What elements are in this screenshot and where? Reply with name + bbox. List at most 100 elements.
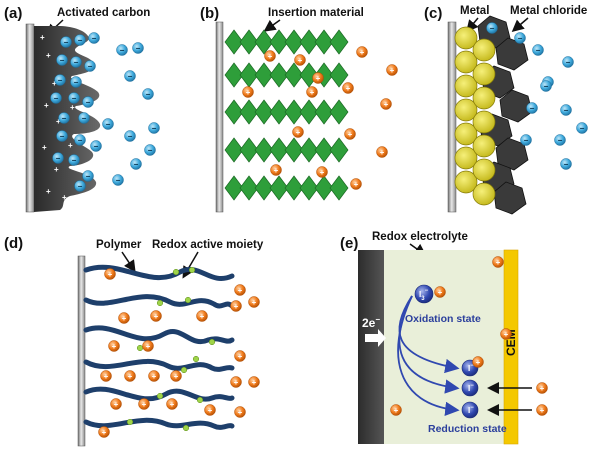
svg-text:−: − bbox=[72, 94, 77, 103]
svg-text:+: + bbox=[238, 408, 243, 417]
anion-ion: − bbox=[52, 152, 64, 164]
electrode-e bbox=[358, 250, 384, 444]
anion-ion: − bbox=[58, 112, 70, 124]
insertion-unit bbox=[329, 137, 349, 163]
cation-ion: + bbox=[138, 398, 150, 410]
svg-text:+: + bbox=[380, 148, 385, 157]
svg-text:+: + bbox=[146, 342, 151, 351]
svg-text:−: − bbox=[62, 114, 67, 123]
svg-text:−: − bbox=[566, 58, 571, 67]
current-collector-c bbox=[447, 21, 457, 213]
svg-text:+: + bbox=[540, 384, 545, 393]
svg-text:+: + bbox=[70, 103, 75, 112]
cation-ion: + bbox=[434, 286, 446, 298]
svg-text:−: − bbox=[56, 154, 61, 163]
cation-ion: + bbox=[170, 370, 182, 382]
svg-text:+: + bbox=[104, 372, 109, 381]
redox-moiety bbox=[172, 268, 180, 276]
insertion-unit bbox=[254, 175, 274, 201]
redox-moiety bbox=[192, 355, 200, 363]
insertion-lattice bbox=[224, 29, 349, 201]
cation-ion: + bbox=[150, 310, 162, 322]
svg-text:+: + bbox=[504, 330, 509, 339]
metal-sphere bbox=[472, 62, 496, 86]
svg-text:−: − bbox=[544, 82, 549, 91]
metal-sphere bbox=[472, 110, 496, 134]
svg-text:−: − bbox=[530, 104, 535, 113]
metal-sphere bbox=[454, 146, 478, 170]
cation-ion: + bbox=[204, 404, 216, 416]
svg-text:+: + bbox=[68, 141, 73, 150]
anion-group-c: −−−−−−−−−−−− bbox=[486, 22, 588, 170]
svg-text:+: + bbox=[102, 428, 107, 437]
cation-group-e: +++++++ bbox=[390, 256, 548, 416]
cation-ion: + bbox=[536, 382, 548, 394]
panel-d: (d) Polymer Redox active moiety ++++++++… bbox=[4, 235, 264, 447]
panel-c-tag: (c) bbox=[424, 5, 442, 22]
insertion-unit bbox=[329, 99, 349, 125]
cation-ion: + bbox=[242, 86, 254, 98]
metal-sphere bbox=[454, 74, 478, 98]
cation-ion: + bbox=[306, 86, 318, 98]
panel-a: (a) Activated carbon +++++++++++ −−−−−−−… bbox=[4, 5, 160, 213]
svg-text:+: + bbox=[238, 286, 243, 295]
cation-ion: + bbox=[248, 376, 260, 388]
metal-sphere bbox=[472, 86, 496, 110]
metal-chloride-pointer bbox=[511, 17, 529, 32]
redox-moiety bbox=[208, 338, 216, 346]
svg-text:−: − bbox=[120, 46, 125, 55]
insertion-unit bbox=[224, 137, 244, 163]
anion-ion: − bbox=[116, 44, 128, 56]
svg-text:+: + bbox=[208, 406, 213, 415]
svg-text:+: + bbox=[174, 372, 179, 381]
metal-sphere bbox=[472, 182, 496, 206]
svg-text:−: − bbox=[82, 114, 87, 123]
panel-b: (b) Insertion material +++++++++++++++ bbox=[200, 5, 398, 213]
insertion-unit bbox=[254, 62, 274, 88]
current-collector-b bbox=[215, 21, 224, 213]
cation-ion: + bbox=[166, 398, 178, 410]
redox-moiety bbox=[182, 424, 190, 432]
svg-text:+: + bbox=[128, 372, 133, 381]
cation-ion: + bbox=[472, 356, 484, 368]
anion-ion: − bbox=[90, 140, 102, 152]
metal-sphere bbox=[454, 122, 478, 146]
cation-ion: + bbox=[104, 268, 116, 280]
cation-ion: + bbox=[270, 164, 282, 176]
svg-text:−: − bbox=[134, 160, 139, 169]
insertion-unit bbox=[299, 99, 319, 125]
cation-ion: + bbox=[342, 82, 354, 94]
cation-ion: + bbox=[118, 312, 130, 324]
cation-ion: + bbox=[350, 178, 362, 190]
cation-ion: + bbox=[390, 404, 402, 416]
svg-text:+: + bbox=[42, 143, 47, 152]
cation-ion: + bbox=[316, 166, 328, 178]
panel-b-tag: (b) bbox=[200, 5, 219, 22]
insertion-unit bbox=[269, 29, 289, 55]
insertion-unit bbox=[299, 175, 319, 201]
cation-ion: + bbox=[356, 46, 368, 58]
cation-ion: + bbox=[312, 72, 324, 84]
svg-text:+: + bbox=[56, 117, 61, 126]
metal-sphere bbox=[454, 50, 478, 74]
cation-ion: + bbox=[248, 296, 260, 308]
anion-ion: − bbox=[78, 112, 90, 124]
redox-moiety bbox=[156, 299, 164, 307]
cation-ion: + bbox=[230, 376, 242, 388]
metal-sphere bbox=[472, 38, 496, 62]
iodide-ions: I−I−I− bbox=[461, 359, 479, 419]
svg-text:−: − bbox=[116, 176, 121, 185]
svg-text:+: + bbox=[384, 100, 389, 109]
svg-text:−: − bbox=[64, 38, 69, 47]
insertion-unit bbox=[254, 137, 274, 163]
cation-ion: + bbox=[98, 426, 110, 438]
svg-text:+: + bbox=[316, 74, 321, 83]
anion-ion: − bbox=[144, 144, 156, 156]
insertion-unit bbox=[329, 29, 349, 55]
svg-text:+: + bbox=[170, 400, 175, 409]
polymer-chain bbox=[83, 359, 235, 372]
cation-ion: + bbox=[100, 370, 112, 382]
svg-text:+: + bbox=[394, 406, 399, 415]
svg-text:+: + bbox=[296, 128, 301, 137]
cation-group-b: +++++++++++++++ bbox=[242, 46, 398, 190]
